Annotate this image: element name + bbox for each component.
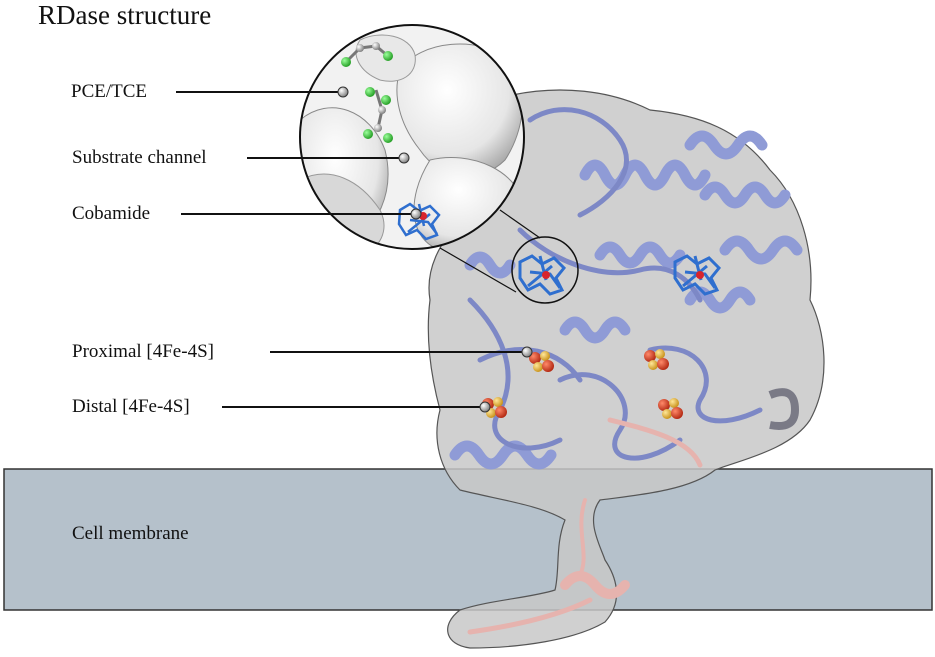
- label-pce-tce: PCE/TCE: [71, 81, 148, 102]
- marker-distal: [479, 401, 491, 413]
- cobamide-cluster-right: [673, 254, 722, 296]
- fe-s-cluster-right-lower: [658, 398, 683, 419]
- marker-pce-tce: [337, 86, 349, 98]
- label-distal-fe-s: Distal [4Fe-4S]: [72, 396, 190, 417]
- marker-substrate-channel: [398, 152, 410, 164]
- zoom-inset-border: [299, 24, 525, 250]
- label-proximal-fe-s: Proximal [4Fe-4S]: [72, 341, 214, 362]
- zoom-connector-top: [499, 209, 541, 239]
- zoom-connector-bottom: [439, 247, 517, 293]
- marker-proximal: [521, 346, 533, 358]
- label-substrate-channel: Substrate channel: [72, 147, 207, 168]
- tail-ribbon: [467, 417, 703, 635]
- helix-loop-right: [768, 388, 800, 430]
- diagram-title: RDase structure: [38, 0, 212, 30]
- protein-ribbons: [449, 130, 803, 470]
- fe-s-cluster-proximal: [529, 351, 554, 372]
- label-cobamide: Cobamide: [72, 203, 151, 224]
- protein-loops: [467, 107, 763, 461]
- cobamide-cluster-left: [518, 254, 567, 296]
- active-site-circle: [511, 236, 579, 304]
- marker-cobamide: [410, 208, 422, 220]
- fe-s-cluster-right-upper: [644, 349, 669, 370]
- label-cell-membrane: Cell membrane: [72, 523, 189, 544]
